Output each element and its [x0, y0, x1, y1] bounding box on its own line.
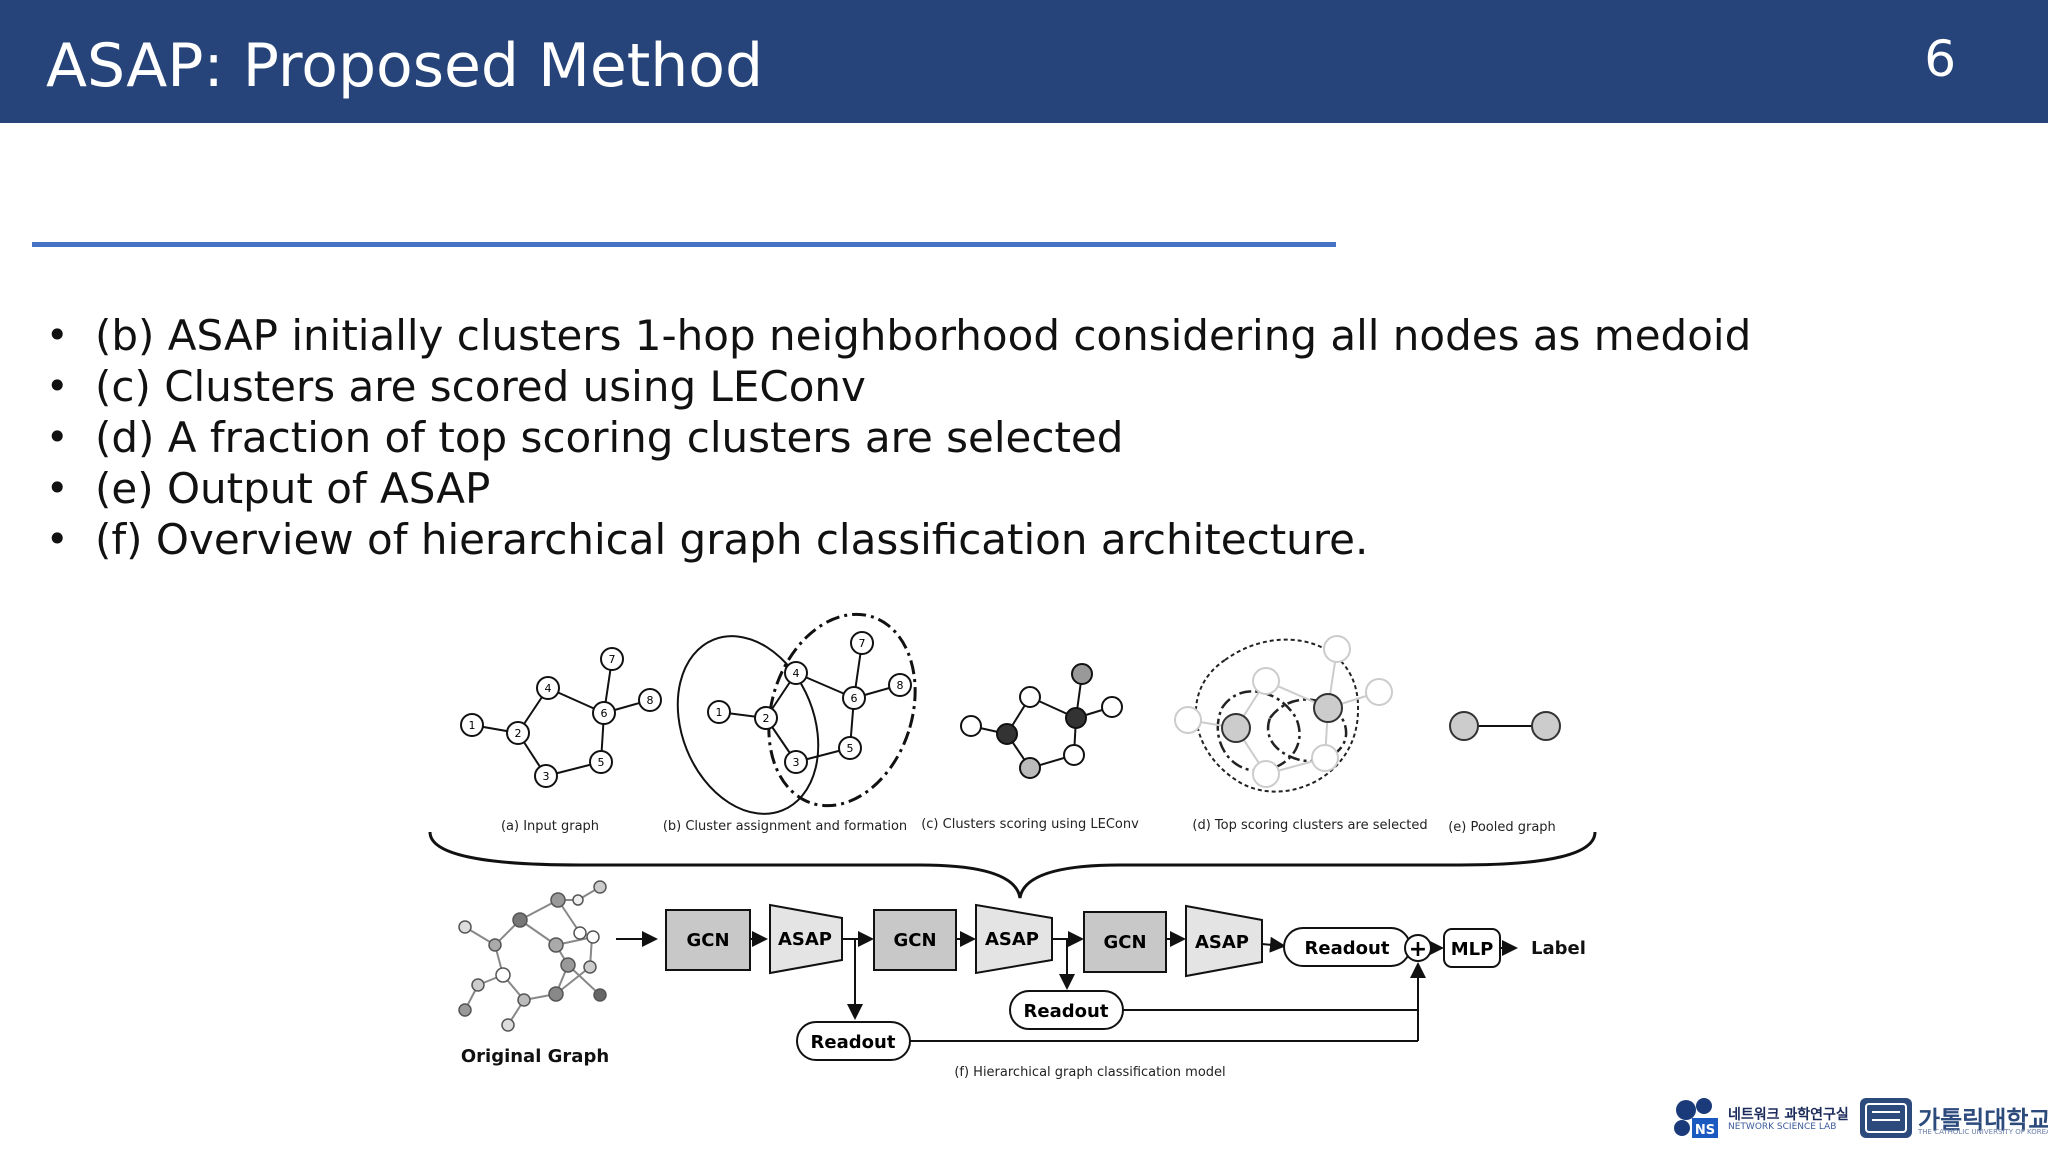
university-name-korean: 가톨릭대학교: [1918, 1106, 2048, 1134]
gcn-block-3: [1083, 911, 1167, 973]
title-bar: ASAP: Proposed Method 6: [0, 0, 2048, 123]
asap-label: ASAP: [985, 929, 1039, 950]
caption-e: (e) Pooled graph: [1448, 820, 1556, 835]
original-graph: [464, 886, 601, 1026]
node-label: 1: [716, 706, 723, 719]
input-graph-nodes: 1 2 3 4 5 6 7 8: [460, 647, 662, 788]
gcn-block-1: [665, 909, 751, 971]
bullet-item: (f) Overview of hierarchical graph class…: [46, 514, 1751, 565]
lab-name-english: NETWORK SCIENCE LAB: [1728, 1122, 1837, 1132]
node-label: 8: [647, 694, 654, 707]
output-label: Label: [1531, 938, 1586, 959]
clusters-scoring: [960, 663, 1123, 779]
readout-label: Readout: [1305, 938, 1390, 959]
asap-block-3: [1185, 904, 1263, 978]
readout-connectors: [908, 1003, 1419, 1042]
pipeline-arrows: [616, 931, 1518, 1020]
bullet-item: (d) A fraction of top scoring clusters a…: [46, 412, 1751, 463]
ns-logo-mark: NS: [1695, 1123, 1715, 1138]
page-number: 6: [1924, 30, 1956, 88]
caption-b: (b) Cluster assignment and formation: [663, 819, 907, 834]
caption-a: (a) Input graph: [501, 819, 599, 834]
readout-first: [796, 1021, 911, 1061]
node-label: 5: [847, 742, 854, 755]
asap-label: ASAP: [778, 929, 832, 950]
node-label: 3: [543, 770, 550, 783]
readout-mid: [1009, 990, 1124, 1030]
gcn-block-2: [873, 909, 957, 971]
sum-symbol: +: [1409, 937, 1427, 962]
readout-label: Readout: [811, 1032, 896, 1053]
node-label: 4: [545, 682, 552, 695]
node-label: 7: [609, 653, 616, 666]
gcn-label: GCN: [1103, 932, 1146, 953]
node-label: 4: [793, 667, 800, 680]
node-label: 1: [469, 719, 476, 732]
gcn-label: GCN: [686, 930, 729, 951]
caption-d: (d) Top scoring clusters are selected: [1192, 818, 1427, 833]
node-label: 3: [793, 756, 800, 769]
slide-title: ASAP: Proposed Method: [46, 31, 764, 101]
title-underline: [32, 242, 1336, 247]
node-label: 8: [897, 679, 904, 692]
asap-block-1: [769, 903, 843, 975]
curly-brace: [428, 831, 1597, 899]
university-name-english: THE CATHOLIC UNIVERSITY OF KOREA: [1918, 1128, 2048, 1136]
bullet-list: (b) ASAP initially clusters 1-hop neighb…: [46, 310, 1751, 565]
university-logo: [1860, 1098, 1912, 1138]
caption-c: (c) Clusters scoring using LEConv: [921, 817, 1139, 832]
footer-logos: NS 네트워크 과학연구실 NETWORK SCIENCE LAB 가톨릭대학교…: [1672, 1092, 2048, 1144]
bullet-item: (b) ASAP initially clusters 1-hop neighb…: [46, 310, 1751, 361]
readout-label: Readout: [1024, 1001, 1109, 1022]
asap-label: ASAP: [1195, 932, 1249, 953]
caption-f: (f) Hierarchical graph classification mo…: [954, 1065, 1225, 1080]
asap-block-2: [975, 903, 1053, 975]
node-label: 6: [851, 692, 858, 705]
original-graph-nodes: [458, 880, 607, 1032]
mlp-block: [1443, 928, 1501, 968]
node-label: 6: [601, 707, 608, 720]
sum-node: [1404, 934, 1432, 962]
node-label: 2: [515, 727, 522, 740]
ns-lab-logo: NS: [1674, 1098, 1718, 1138]
lab-name-korean: 네트워크 과학연구실: [1728, 1107, 1849, 1123]
bullet-item: (e) Output of ASAP: [46, 463, 1751, 514]
bullet-item: (c) Clusters are scored using LEConv: [46, 361, 1751, 412]
cluster-assignment: [676, 612, 917, 815]
original-graph-label: Original Graph: [461, 1046, 609, 1067]
pooled-graph: [1449, 711, 1561, 741]
top-scoring-clusters: [1174, 635, 1393, 793]
gcn-label: GCN: [893, 930, 936, 951]
cluster-assignment-nodes: 1 2 3 4 5 6 7 8: [707, 631, 912, 774]
input-graph: [471, 658, 651, 777]
asap-figure: 1 2 3 4 5 6 7 8 (a) Input graph 1: [428, 612, 1597, 1080]
node-label: 2: [763, 712, 770, 725]
node-label: 5: [598, 756, 605, 769]
mlp-label: MLP: [1451, 939, 1494, 960]
node-label: 7: [859, 637, 866, 650]
